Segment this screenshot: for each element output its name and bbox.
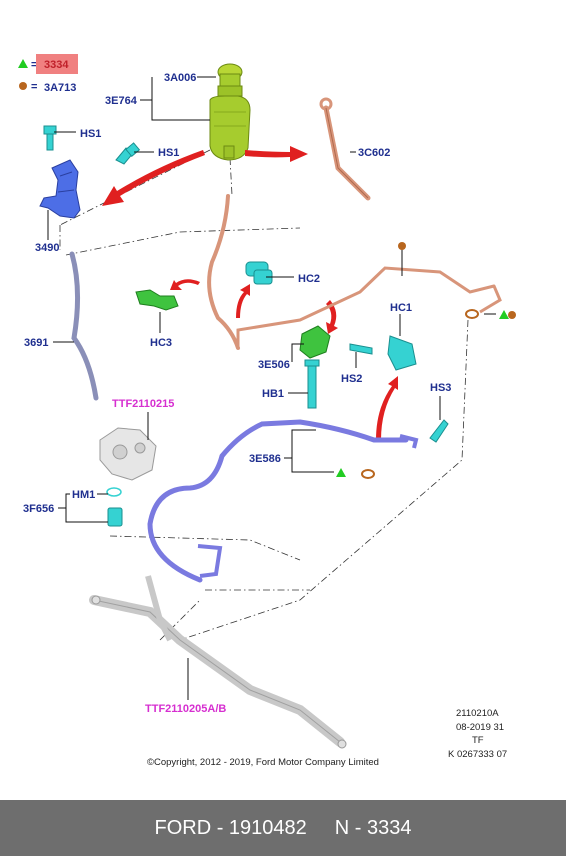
hose-3c602 <box>319 97 371 201</box>
label-3691: 3691 <box>24 337 48 349</box>
green-triangle-icon <box>336 468 346 477</box>
label-3e764: 3E764 <box>105 95 138 107</box>
label-hc1: HC1 <box>390 302 412 314</box>
pump <box>99 427 157 481</box>
info-line-2: 08-2019 31 <box>456 722 504 733</box>
assembly-guide-lines <box>59 149 469 641</box>
legend-3334-label: 3334 <box>44 59 69 71</box>
hose-3e586 <box>147 419 419 583</box>
legend-equals-2: = <box>31 81 37 93</box>
hose-supply-copper <box>207 194 502 350</box>
label-3a006: 3A006 <box>164 72 196 84</box>
clip-hc3 <box>135 289 179 311</box>
bolt-hs3 <box>429 419 449 443</box>
footer-part-number: FORD - 1910482 <box>154 816 307 839</box>
part-labels: 3A006 3E764 HS1 HS1 3C602 3490 HC2 HC1 H… <box>23 72 451 715</box>
fitting-3f656 <box>107 507 123 527</box>
label-hs1-a: HS1 <box>80 128 101 140</box>
bracket-3490 <box>39 159 81 219</box>
info-line-3: TF <box>472 735 484 746</box>
footer-item-number: N - 3334 <box>334 816 412 839</box>
label-hm1: HM1 <box>72 489 95 501</box>
footer-bar: FORD - 1910482 N - 3334 <box>0 800 566 856</box>
label-hc3: HC3 <box>150 337 172 349</box>
bolt-hs2 <box>349 343 373 355</box>
bolt-hs1-top <box>43 125 57 151</box>
brown-dot-icon <box>398 242 406 250</box>
seal-hm1 <box>106 487 122 497</box>
green-triangle-icon <box>18 59 28 68</box>
clip-hc2 <box>245 261 273 285</box>
label-hc2: HC2 <box>298 273 320 285</box>
seal-3334-right <box>465 309 479 319</box>
label-3e586: 3E586 <box>249 453 281 465</box>
power-steering-diagram: = 3334 = 3A713 <box>18 54 516 768</box>
label-3e506: 3E506 <box>258 359 290 371</box>
red-arrows <box>102 146 398 440</box>
brown-dot-icon <box>508 311 516 319</box>
brown-dot-icon <box>19 82 27 90</box>
clip-3e506 <box>299 325 331 359</box>
info-line-1: 2110210A <box>456 708 499 719</box>
bolt-hs1-mid <box>115 142 141 165</box>
legend-equals: = <box>31 59 37 71</box>
label-ttf2110215: TTF2110215 <box>112 398 174 410</box>
label-hs3: HS3 <box>430 382 451 394</box>
label-3c602: 3C602 <box>358 147 390 159</box>
label-3f656: 3F656 <box>23 503 54 515</box>
legend-3a713-label: 3A713 <box>44 82 76 94</box>
label-hs2: HS2 <box>341 373 362 385</box>
label-3490: 3490 <box>35 242 59 254</box>
bolt-hb1 <box>304 359 320 409</box>
green-triangle-icon <box>499 310 509 319</box>
clip-hc1 <box>387 335 417 371</box>
reservoir-3e764 <box>209 63 251 161</box>
leader-lines <box>47 76 496 700</box>
legend: = 3334 = 3A713 <box>18 54 78 94</box>
label-hb1: HB1 <box>262 388 284 400</box>
markers <box>336 242 516 477</box>
steering-rack <box>89 575 347 749</box>
label-ttf2110205ab: TTF2110205A/B <box>145 703 226 715</box>
info-line-4: K 0267333 07 <box>448 749 507 760</box>
hose-3691 <box>69 251 99 401</box>
legend-highlight-box <box>36 54 78 74</box>
seal-3334 <box>361 469 375 479</box>
label-hs1-b: HS1 <box>158 147 179 159</box>
copyright-text: ©Copyright, 2012 - 2019, Ford Motor Comp… <box>147 757 379 768</box>
info-block: 2110210A 08-2019 31 TF K 0267333 07 <box>448 708 507 760</box>
